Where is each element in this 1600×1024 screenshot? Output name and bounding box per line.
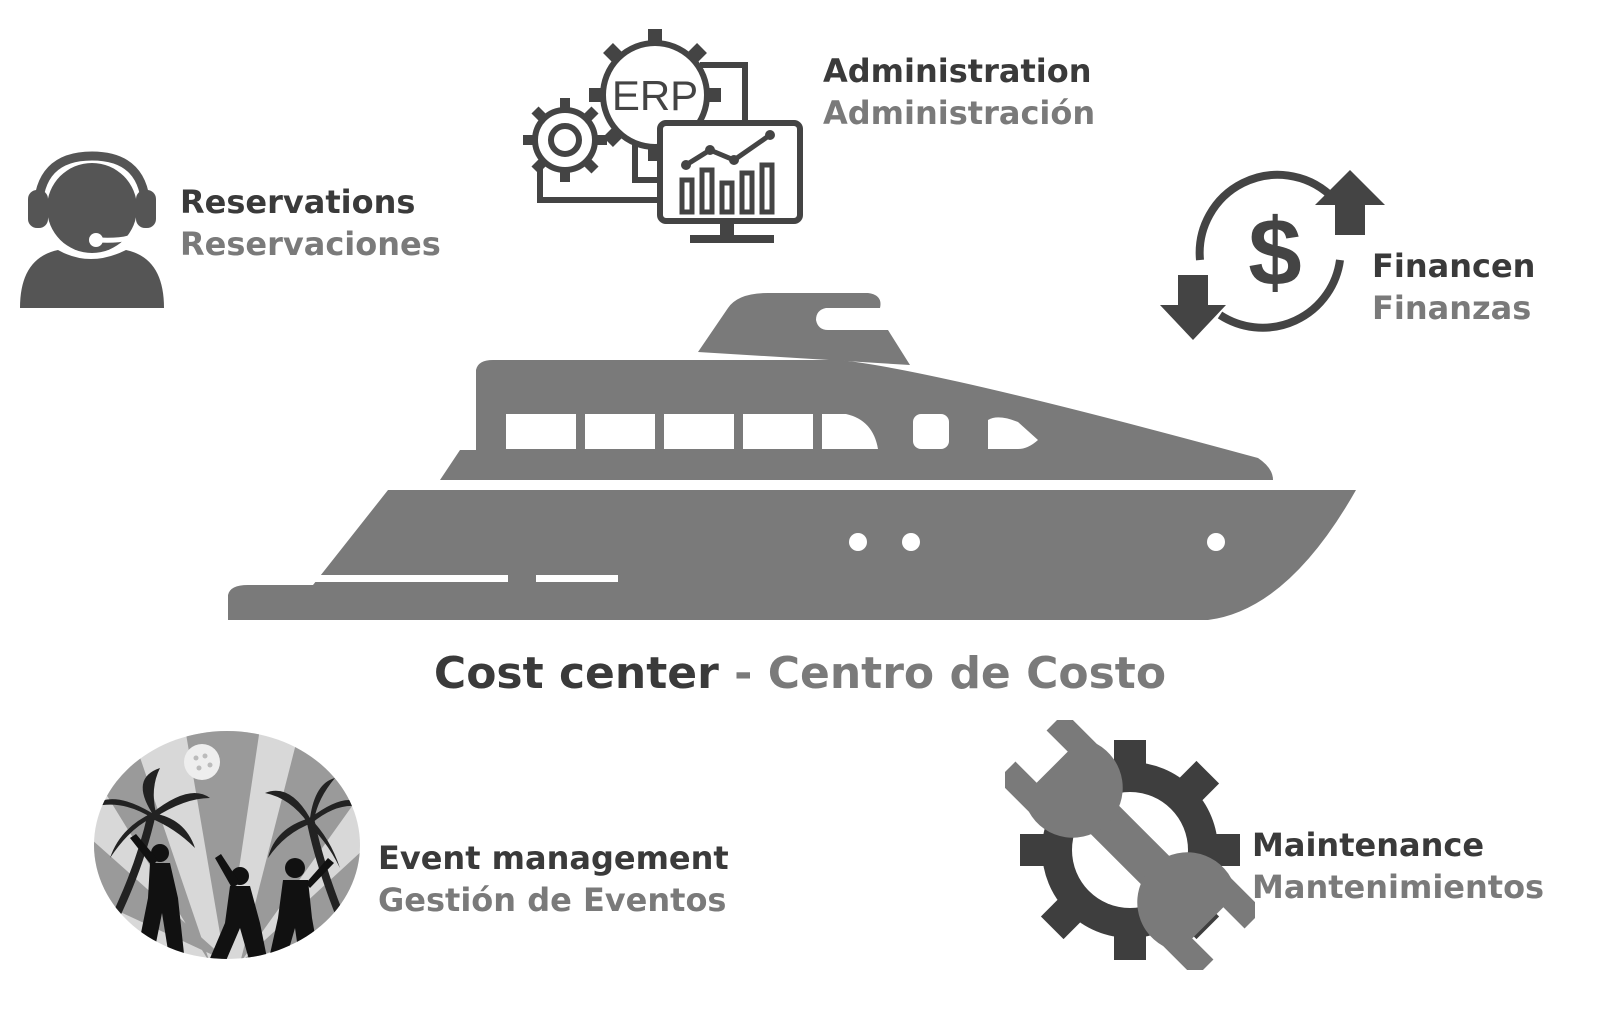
events-en: Event management xyxy=(378,839,729,877)
center-caption: Cost center - Centro de Costo xyxy=(0,648,1600,699)
beach-party-icon xyxy=(94,731,360,959)
finance-es: Finanzas xyxy=(1372,289,1532,327)
reservations-en: Reservations xyxy=(180,183,416,221)
dollar-sign: $ xyxy=(1248,199,1301,306)
yacht-icon xyxy=(228,293,1356,620)
finance-label: Financen Finanzas xyxy=(1372,250,1535,324)
dollar-cycle-arrows-icon: $ xyxy=(1160,170,1385,340)
reservations-es: Reservaciones xyxy=(180,225,441,263)
administration-label: Administration Administración xyxy=(823,55,1095,129)
events-label: Event management Gestión de Eventos xyxy=(378,842,729,916)
maintenance-label: Maintenance Mantenimientos xyxy=(1252,829,1544,903)
finance-en: Financen xyxy=(1372,247,1536,285)
gear-wrench-icon xyxy=(1005,720,1255,970)
headset-agent-icon xyxy=(20,151,164,308)
center-title-es: Centro de Costo xyxy=(767,648,1167,699)
reservations-label: Reservations Reservaciones xyxy=(180,186,441,260)
center-title-separator: - xyxy=(718,648,768,699)
erp-text: ERP xyxy=(612,72,698,119)
maintenance-en: Maintenance xyxy=(1252,826,1485,864)
erp-gears-monitor-icon: ERP xyxy=(523,29,803,243)
center-title-en: Cost center xyxy=(433,648,719,699)
maintenance-es: Mantenimientos xyxy=(1252,868,1545,906)
events-es: Gestión de Eventos xyxy=(378,881,727,919)
administration-en: Administration xyxy=(823,52,1092,90)
administration-es: Administración xyxy=(823,94,1096,132)
